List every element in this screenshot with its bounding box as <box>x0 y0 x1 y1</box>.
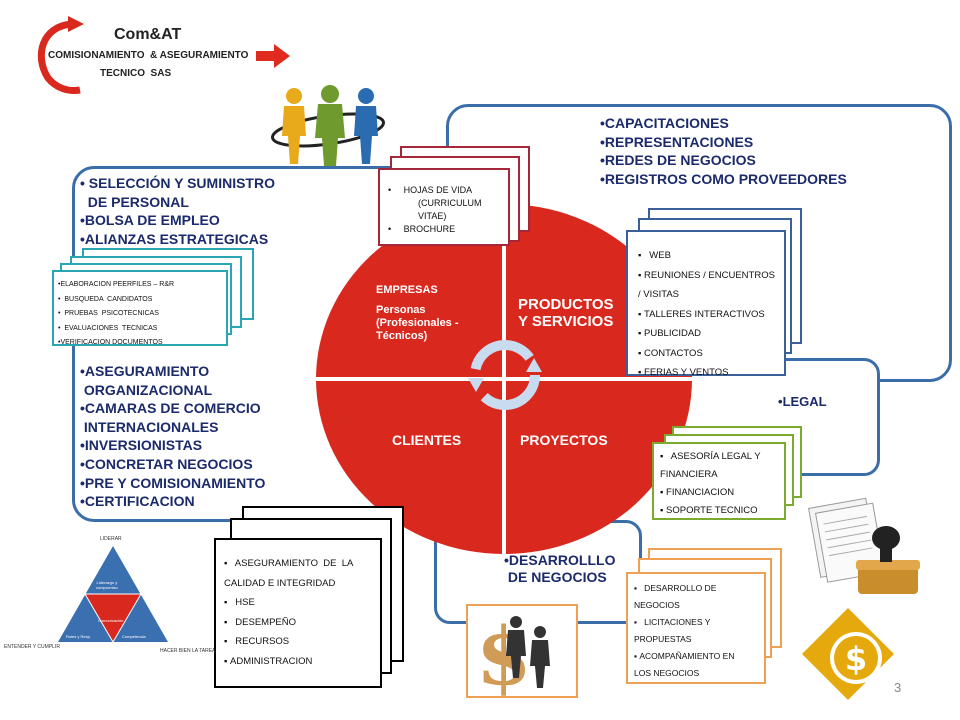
list-item: REGISTROS COMO PROVEEDORES <box>600 170 847 189</box>
list-item: NEGOCIOS <box>634 600 680 610</box>
triangle-bottom-right: Competencia <box>122 634 146 639</box>
hojas-doc: • HOJAS DE VIDA (CURRICULUM VITAE) • BRO… <box>378 168 510 246</box>
list-item: LOS NEGOCIOS <box>634 668 700 678</box>
list-item: PRE Y COMISIONAMIENTO <box>80 474 265 493</box>
dollar-icon: $ <box>802 608 894 700</box>
list-item: SOPORTE TECNICO <box>660 502 784 520</box>
list-item: ACOMPAÑAMIENTO EN <box>634 648 764 665</box>
q1-subtitle: Personas (Profesionales - Técnicos) <box>376 304 459 342</box>
desarrollo-title: •DESARROLLLO DE NEGOCIOS <box>504 552 616 585</box>
list-item: REPRESENTACIONES <box>600 133 847 152</box>
list-item: WEB <box>638 246 784 266</box>
business-dollar-icon: $ <box>476 609 550 703</box>
list-item: / VISITAS <box>638 289 680 300</box>
refresh-cycle-icon <box>468 340 542 410</box>
triangle-top-label: LIDERAR <box>100 536 122 542</box>
list-item: ASEGURAMIENTO ORGANIZACIONAL <box>80 362 265 399</box>
page-number: 3 <box>894 680 902 695</box>
legal-doc: ASESORÍA LEGAL Y FINANCIERA FINANCIACION… <box>652 442 786 520</box>
q1-title: EMPRESAS <box>376 284 438 296</box>
list-item: CALIDAD E INTEGRIDAD <box>224 577 336 589</box>
q2-label: PRODUCTOS Y SERVICIOS <box>518 296 614 330</box>
list-item: INVERSIONISTAS <box>80 436 265 455</box>
triangle-top-inner: Liderazgo y compromiso <box>96 580 118 590</box>
web-doc: WEB REUNIONES / ENCUENTROS / VISITAS TAL… <box>626 230 786 378</box>
logo-brand: Com&AT <box>114 26 182 43</box>
seleccion-list: •ELABORACION PEERFILES – R&R • BUSQUEDA … <box>54 272 226 351</box>
triangle-bottom-left: Roles y Resp. <box>66 634 91 639</box>
list-item: PROPUESTAS <box>634 634 692 644</box>
list-item: • BROCHURE <box>388 224 456 234</box>
list-item: RECURSOS <box>224 632 380 652</box>
legal-label-text: LEGAL <box>782 394 827 409</box>
list-item: REUNIONES / ENCUENTROS <box>638 266 784 286</box>
list-item: DESEMPEÑO <box>224 613 380 633</box>
central-circle <box>316 204 692 554</box>
people-icon <box>271 85 385 166</box>
business-image: $ <box>466 604 578 703</box>
list-item: DESARROLLO DE <box>634 580 764 597</box>
list-item: ASESORÍA LEGAL Y <box>660 448 784 466</box>
empresas-list-bottom: ASEGURAMIENTO ORGANIZACIONAL CAMARAS DE … <box>80 362 266 511</box>
desarrollo-title-text: DESARROLLLO DE NEGOCIOS <box>507 552 616 585</box>
list-item: FINANCIACION <box>660 484 784 502</box>
svg-text:$: $ <box>845 640 867 678</box>
list-item: HSE <box>224 593 380 613</box>
desarrollo-doc: DESARROLLO DE NEGOCIOS LICITACIONES Y PR… <box>626 572 766 684</box>
triangle-center-label: Comunicación <box>98 618 124 623</box>
list-item: • PRUEBAS PSICOTECNICAS <box>58 310 159 317</box>
web-list: WEB REUNIONES / ENCUENTROS / VISITAS TAL… <box>628 232 784 383</box>
list-item: • BUSQUEDA CANDIDATOS <box>58 295 153 303</box>
list-item: BOLSA DE EMPLEO <box>80 211 275 230</box>
q3-label: CLIENTES <box>392 432 462 448</box>
list-item: CONTACTOS <box>638 344 784 364</box>
legal-label: •LEGAL <box>778 394 827 409</box>
list-item: ALIANZAS ESTRATEGICAS <box>80 230 275 249</box>
calidad-list: ASEGURAMIENTO DE LA CALIDAD E INTEGRIDAD… <box>216 540 380 671</box>
triangle-right-label: HACER BIEN LA TAREA <box>160 648 216 654</box>
legal-list: ASESORÍA LEGAL Y FINANCIERA FINANCIACION… <box>654 444 784 520</box>
logo-line1: COMISIONAMIENTO & ASEGURAMIENTO <box>48 50 249 61</box>
triangle-left-label: ENTENDER Y CUMPLIR <box>4 644 60 650</box>
list-item: CAPACITACIONES <box>600 114 847 133</box>
list-item: ADMINISTRACION <box>224 652 380 672</box>
services-list: CAPACITACIONES REPRESENTACIONES REDES DE… <box>600 114 847 188</box>
stamp-icon <box>808 497 920 594</box>
list-item: VITAE) <box>418 211 447 221</box>
list-item: • HOJAS DE VIDA <box>388 185 473 195</box>
q4-label: PROYECTOS <box>520 432 608 448</box>
seleccion-doc: •ELABORACION PEERFILES – R&R • BUSQUEDA … <box>52 270 228 346</box>
list-item: FERIAS Y VENTOS <box>638 363 784 383</box>
arrow-right-icon <box>256 44 290 68</box>
logo: Com&AT COMISIONAMIENTO & ASEGURAMIENTO T… <box>24 14 294 102</box>
list-item: LICITACIONES Y <box>634 614 764 631</box>
list-item: SELECCIÓN Y SUMINISTRO DE PERSONAL <box>80 174 275 211</box>
list-item: FINANCIERA <box>660 469 718 480</box>
list-item: CAMARAS DE COMERCIO INTERNACIONALES <box>80 399 265 436</box>
list-item: •VERIFICACION DOCUMENTOS <box>58 339 163 346</box>
list-item: CERTIFICACION <box>80 492 265 511</box>
list-item: ASEGURAMIENTO DE LA <box>224 554 380 574</box>
triangle-shape <box>58 546 168 642</box>
list-item: (CURRICULUM <box>418 198 482 208</box>
list-item: PUBLICIDAD <box>638 324 784 344</box>
triangle-diagram: LIDERAR Liderazgo y compromiso Comunicac… <box>0 536 230 660</box>
hojas-list: • HOJAS DE VIDA (CURRICULUM VITAE) • BRO… <box>380 170 508 236</box>
arrow-curve-icon <box>37 16 84 94</box>
desarrollo-list: DESARROLLO DE NEGOCIOS LICITACIONES Y PR… <box>628 574 764 682</box>
list-item: •ELABORACION PEERFILES – R&R <box>58 281 175 288</box>
calidad-doc: ASEGURAMIENTO DE LA CALIDAD E INTEGRIDAD… <box>214 538 382 688</box>
list-item: • EVALUACIONES TECNICAS <box>58 324 158 332</box>
empresas-list-top: SELECCIÓN Y SUMINISTRO DE PERSONAL BOLSA… <box>80 174 275 248</box>
list-item: REDES DE NEGOCIOS <box>600 151 847 170</box>
list-item: TALLERES INTERACTIVOS <box>638 305 784 325</box>
logo-line2: TECNICO SAS <box>100 68 172 79</box>
list-item: CONCRETAR NEGOCIOS <box>80 455 265 474</box>
